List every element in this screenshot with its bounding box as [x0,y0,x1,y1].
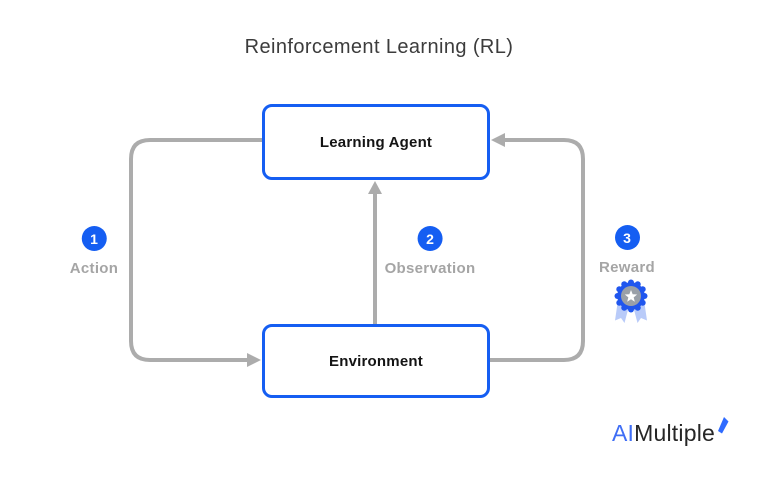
step-reward: 3 Reward [599,225,655,276]
aimultiple-logo: AIMultiple [612,417,729,447]
step-1-label: Action [69,260,119,277]
step-action: 1 Action [70,226,118,277]
step-3-badge: 3 [614,225,640,250]
observation-arrow [368,181,382,326]
step-1-badge: 1 [81,226,107,251]
diagram-title: Reinforcement Learning (RL) [244,36,514,58]
step-3-label: Reward [599,259,655,276]
logo-text-ai: AI [612,420,635,446]
award-ribbon-icon [614,279,648,323]
step-2-label: Observation [384,260,476,277]
node-environment-label: Environment [329,352,423,370]
logo-text-multiple: Multiple [634,420,715,446]
step-observation: 2 Observation [385,226,476,277]
node-learning-agent-label: Learning Agent [319,133,433,151]
star-icon [624,290,638,302]
logo-spark-icon [718,417,729,434]
action-arrow [129,138,262,367]
node-learning-agent: Learning Agent [262,104,490,180]
node-environment: Environment [262,324,490,398]
reward-arrow [490,133,585,362]
step-2-badge: 2 [417,226,443,251]
